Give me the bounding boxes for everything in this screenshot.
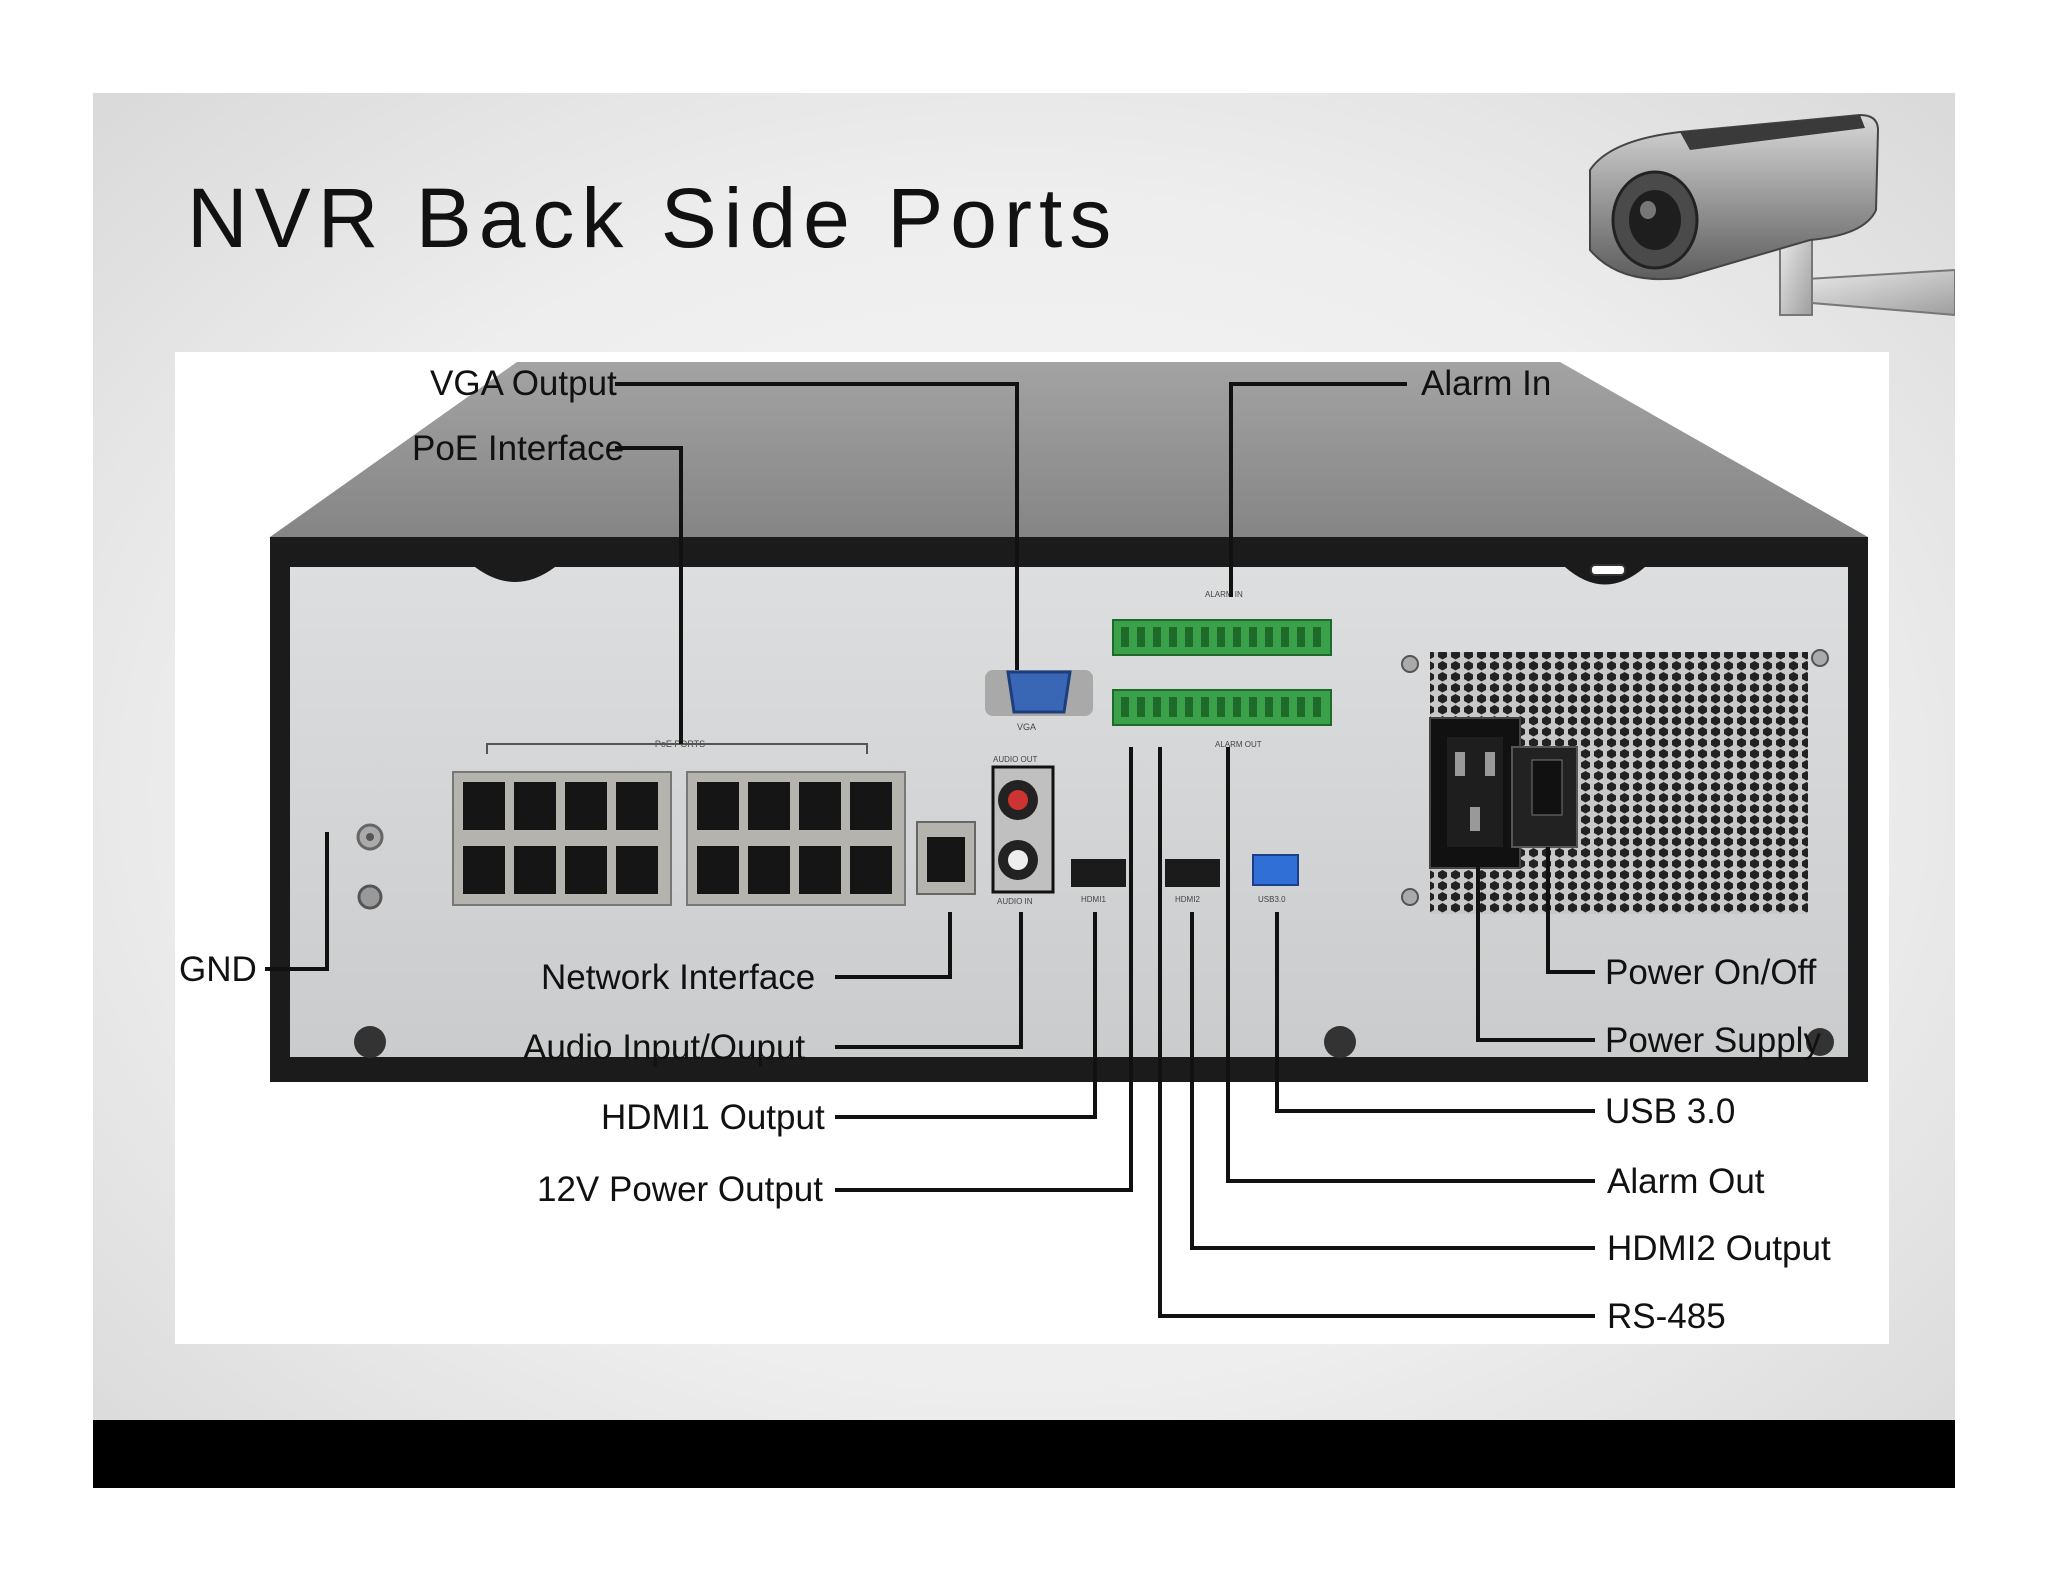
label-12v-power-output: 12V Power Output <box>537 1170 823 1209</box>
label-hdmi1-output: HDMI1 Output <box>601 1098 825 1137</box>
label-alarm-in: Alarm In <box>1421 364 1551 403</box>
label-hdmi2-output: HDMI2 Output <box>1607 1229 1831 1268</box>
hdmi-ports: HDMI1 HDMI2 <box>1071 859 1220 904</box>
svg-text:HDMI2: HDMI2 <box>1175 895 1200 904</box>
power-section <box>1401 649 1829 914</box>
label-power-on-off: Power On/Off <box>1605 953 1817 992</box>
label-usb-3: USB 3.0 <box>1605 1092 1735 1131</box>
svg-text:VGA: VGA <box>1017 722 1036 732</box>
nvr-diagram: PoE PORTS VGA AUDIO OUT <box>175 352 1889 1344</box>
network-port <box>916 821 976 895</box>
security-camera-icon <box>1560 110 1956 345</box>
label-alarm-out: Alarm Out <box>1607 1162 1765 1201</box>
label-poe-interface: PoE Interface <box>412 429 624 468</box>
svg-text:AUDIO OUT: AUDIO OUT <box>993 755 1038 764</box>
alarm-terminals: ALARM IN ALARM OUT <box>1112 590 1332 749</box>
vga-port: VGA <box>985 670 1093 732</box>
svg-text:ALARM OUT: ALARM OUT <box>1215 740 1262 749</box>
nvr-chassis <box>270 362 1868 1082</box>
svg-text:HDMI1: HDMI1 <box>1081 895 1106 904</box>
label-power-supply: Power Supply <box>1605 1021 1821 1060</box>
footer-bar <box>93 1420 1955 1488</box>
label-network-interface: Network Interface <box>541 958 815 997</box>
leader-lines <box>265 382 1595 1318</box>
label-audio-input-output: Audio Input/Ouput <box>523 1028 805 1067</box>
svg-text:ALARM IN: ALARM IN <box>1205 590 1243 599</box>
label-rs485: RS-485 <box>1607 1297 1726 1336</box>
label-vga-output: VGA Output <box>430 364 617 403</box>
svg-text:USB3.0: USB3.0 <box>1258 895 1286 904</box>
svg-text:AUDIO IN: AUDIO IN <box>997 897 1033 906</box>
label-gnd: GND <box>179 950 257 989</box>
poe-ports: PoE PORTS <box>452 739 906 906</box>
slide-title: NVR Back Side Ports <box>187 171 1119 265</box>
usb-port: USB3.0 <box>1252 854 1299 904</box>
audio-ports: AUDIO OUT AUDIO IN <box>991 755 1055 906</box>
